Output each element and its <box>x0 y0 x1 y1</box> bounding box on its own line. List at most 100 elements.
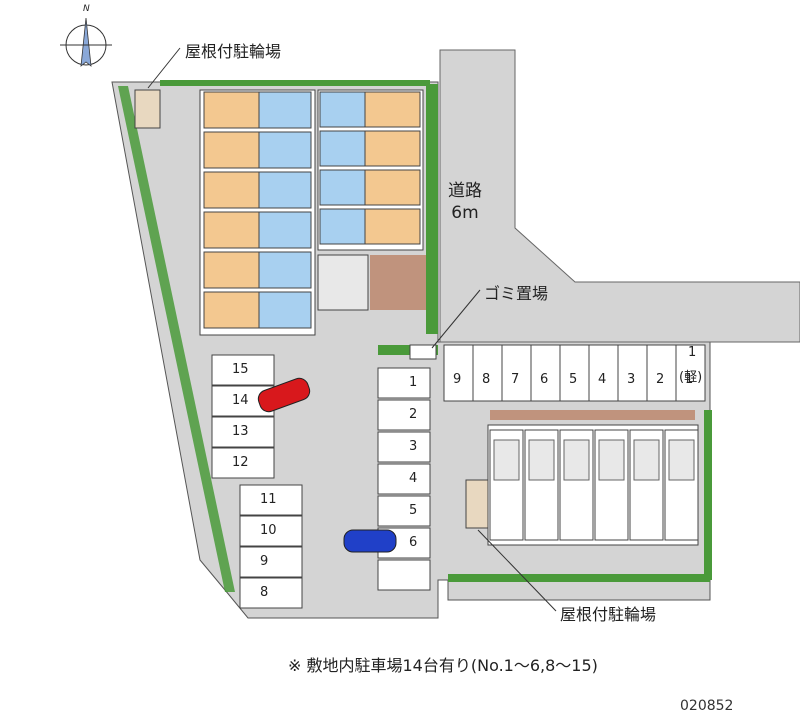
parking-slot-top <box>588 344 619 402</box>
road-label: 道路 6m <box>448 180 482 224</box>
parking-slot-left <box>239 515 303 547</box>
room-wet-area <box>258 251 312 289</box>
parking-slot-top <box>472 344 503 402</box>
bike-shed-bottom <box>465 479 489 529</box>
parking-slot-number: 14 <box>232 393 249 408</box>
unit-wet-area <box>598 439 625 481</box>
room <box>364 130 421 167</box>
leader-bike-top <box>147 47 181 89</box>
parking-slot-number: 2 <box>409 407 418 422</box>
parking-slot-left <box>239 484 303 516</box>
parking-slot-number: 11 <box>260 492 277 507</box>
room-wet-area <box>258 91 312 129</box>
parking-slot-number: 13 <box>232 424 249 439</box>
room-wet-area <box>258 291 312 329</box>
parking-slot-left <box>239 577 303 609</box>
room <box>203 171 260 209</box>
parking-slot-number: 6 <box>409 535 418 550</box>
hedge-east <box>704 410 712 580</box>
unit-wet-area <box>528 439 555 481</box>
leader-garbage <box>431 289 481 349</box>
unit-wet-area <box>493 439 520 481</box>
road-width: 6m <box>451 203 479 223</box>
room <box>364 91 421 128</box>
parking-slot-number: 10 <box>260 523 277 538</box>
parking-slot-number: 9 <box>260 554 269 569</box>
road-name: 道路 <box>448 181 482 201</box>
hedge-mid <box>378 345 438 355</box>
parking-slot-center <box>377 463 431 495</box>
room-wet-area <box>319 169 366 206</box>
parking-slot-center <box>377 495 431 527</box>
parking-slot-number: 9 <box>453 372 462 387</box>
blue-car <box>343 529 397 553</box>
compass-needle <box>80 17 92 67</box>
parking-slot-center <box>377 399 431 431</box>
room <box>203 91 260 129</box>
room <box>203 291 260 329</box>
building-east <box>487 410 699 546</box>
parking-slot-top <box>443 344 474 402</box>
brick-terrace <box>370 255 426 310</box>
parking-slot-number: 5 <box>409 503 418 518</box>
parking-slot-number: 1 <box>688 345 697 360</box>
parking-slot-left <box>211 416 275 448</box>
parking-slot-top <box>530 344 561 402</box>
parking-slot-top <box>675 344 706 402</box>
parking-slot-number: 4 <box>409 471 418 486</box>
garbage-label: ゴミ置場 <box>484 284 549 303</box>
building-west <box>199 89 426 336</box>
room <box>364 169 421 206</box>
north-mark: N <box>83 4 90 14</box>
parking-slot-number: 5 <box>569 372 578 387</box>
parking-slot-number: 15 <box>232 362 249 377</box>
parking-slot-top <box>501 344 532 402</box>
hedge-bottom <box>448 574 710 582</box>
parking-slot-center <box>377 559 431 591</box>
parking-slot-center <box>377 431 431 463</box>
road <box>439 49 800 343</box>
room <box>364 208 421 245</box>
parking-slot-number: 3 <box>627 372 636 387</box>
parking-slot-kei: (軽) <box>679 370 703 385</box>
unit-wet-area <box>668 439 695 481</box>
parking-slot-number: 12 <box>232 455 249 470</box>
bike-parking-bottom-label: 屋根付駐輪場 <box>560 605 657 624</box>
property-code: 020852 <box>680 698 734 714</box>
room <box>203 211 260 249</box>
room-wet-area <box>319 91 366 128</box>
parking-slot-number: 3 <box>409 439 418 454</box>
parking-slot-number: 2 <box>656 372 665 387</box>
parking-slot-number: 1 <box>409 375 418 390</box>
room <box>203 251 260 289</box>
parking-slot-left <box>211 354 275 386</box>
parking-slot-number: 6 <box>540 372 549 387</box>
parking-slot-number: 1 <box>685 372 694 387</box>
unit-wet-area <box>563 439 590 481</box>
room-wet-area <box>258 211 312 249</box>
brick-strip <box>490 410 695 420</box>
bike-parking-top-label: 屋根付駐輪場 <box>185 42 282 61</box>
hedge-top <box>160 80 430 86</box>
parking-slot-left <box>211 447 275 479</box>
room-wet-area <box>319 208 366 245</box>
stair-area <box>317 254 369 311</box>
parking-slot-number: 4 <box>598 372 607 387</box>
compass <box>60 17 112 67</box>
hedge-left <box>118 86 235 592</box>
hedge-right <box>426 84 438 334</box>
unit-wet-area <box>633 439 660 481</box>
bike-shed-top <box>134 89 161 129</box>
parking-slot-top <box>617 344 648 402</box>
parking-slot-number: 7 <box>511 372 520 387</box>
room-wet-area <box>319 130 366 167</box>
garbage-area <box>409 344 437 360</box>
parking-slot-number: 8 <box>482 372 491 387</box>
red-car <box>257 377 311 413</box>
parking-slot-top <box>646 344 677 402</box>
parking-slot-left <box>239 546 303 578</box>
parking-slot-number: 8 <box>260 585 269 600</box>
parking-slot-center <box>377 367 431 399</box>
leader-bike-bottom <box>477 529 557 612</box>
